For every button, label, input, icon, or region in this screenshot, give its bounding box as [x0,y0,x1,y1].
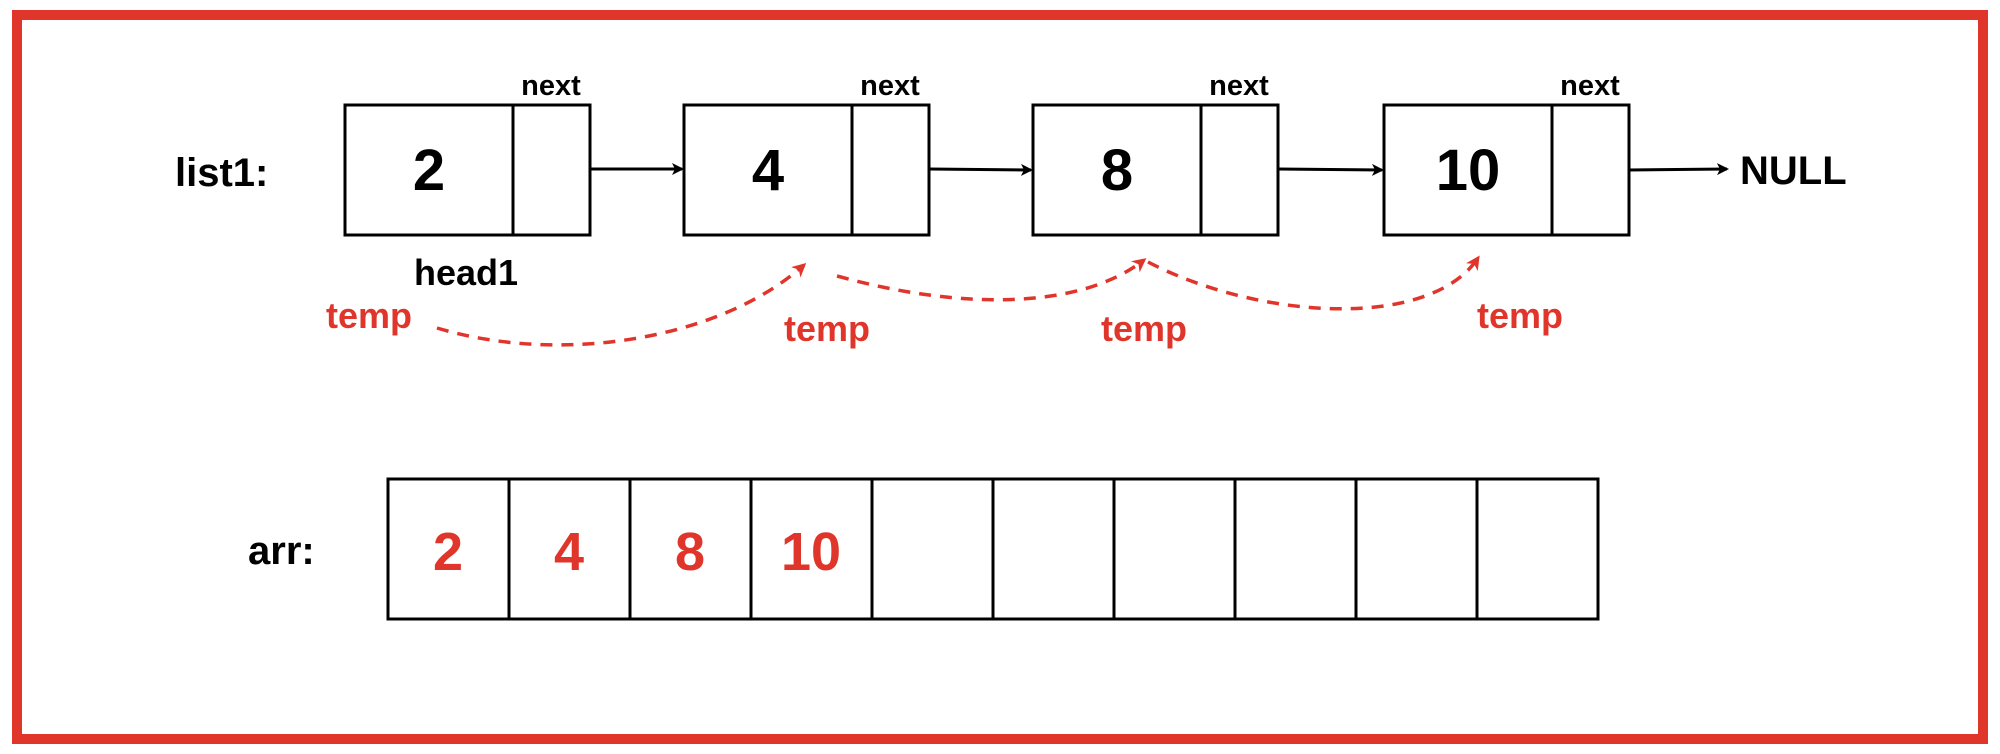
node-value: 8 [1101,138,1133,203]
next-label: next [1560,70,1620,102]
temp-label: temp [784,308,870,349]
next-pointer-arrow [1277,163,1384,176]
array-cell-value: 10 [781,522,841,582]
next-label: next [860,70,920,102]
node-data-cell [1031,103,1203,237]
temp-label: temp [326,295,412,336]
next-label: next [521,70,581,102]
node-next-cell [1550,103,1631,237]
array-cell [991,477,1116,621]
node-value: 2 [413,138,445,203]
array-cell-value: 4 [554,522,584,582]
null-pointer-arrow [1628,163,1729,176]
node-next-cell [511,103,592,237]
node-value: 10 [1436,138,1501,203]
list-node: 8 next [1031,70,1280,237]
node-data-cell [682,103,854,237]
temp-traversal-arrow [436,263,807,347]
list-node: 2 next [343,70,592,237]
array-label: arr: [248,529,315,573]
array-cell [507,477,632,621]
array-cell [1354,477,1479,621]
list-node: 10 next [1382,70,1631,237]
null-label: NULL [1740,149,1847,193]
head-label: head1 [414,252,518,293]
node-value: 4 [752,138,784,203]
array-cell [628,477,753,621]
list-node: 4 next [682,70,931,237]
temp-label: temp [1477,295,1563,336]
node-data-cell [343,103,515,237]
node-next-cell [1199,103,1280,237]
array-cell [1112,477,1237,621]
array-cell-value: 2 [433,522,463,582]
array-cell [1475,477,1600,621]
array-cell [1233,477,1358,621]
array-cell-value: 8 [675,522,705,582]
list-label: list1: [175,151,268,195]
temp-traversal-arrow [1147,255,1480,311]
temp-label: temp [1101,308,1187,349]
node-next-cell [850,103,931,237]
array: 2 4 8 10 [386,477,1600,621]
array-cell [870,477,995,621]
array-cell [749,477,874,621]
temp-traversal-arrow [836,258,1147,302]
next-label: next [1209,70,1269,102]
next-pointer-arrow [928,163,1033,176]
diagram-frame [12,10,1988,744]
